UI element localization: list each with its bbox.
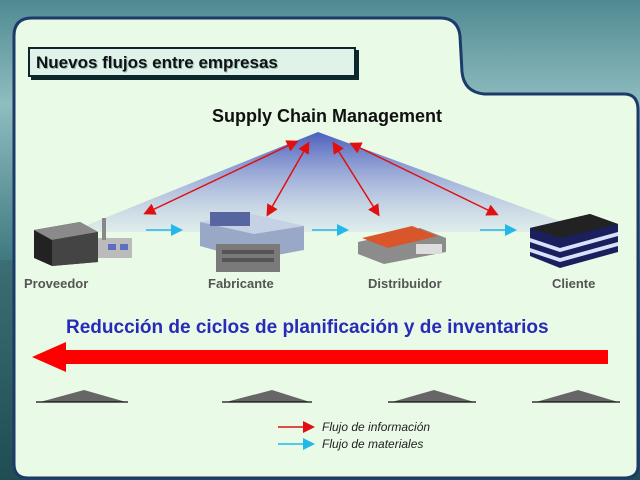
inventory-pile-icons <box>36 390 620 403</box>
section-title-box: Nuevos flujos entre empresas <box>28 47 356 77</box>
big-left-arrow <box>32 342 608 372</box>
scm-title: Supply Chain Management <box>211 106 443 126</box>
info-arrow-cliente <box>349 142 499 216</box>
node-label-proveedor: Proveedor <box>24 276 89 291</box>
plant-icon <box>200 212 304 272</box>
section-title: Nuevos flujos entre empresas <box>36 53 278 72</box>
legend-information-label: Flujo de información <box>322 420 431 434</box>
factory-icon <box>34 218 132 266</box>
node-label-distribuidor: Distribuidor <box>368 276 442 291</box>
info-arrow-fabricante <box>266 141 310 217</box>
legend-materials-label: Flujo de materiales <box>322 437 424 451</box>
warehouse-icon <box>358 226 446 264</box>
node-label-fabricante: Fabricante <box>208 276 274 291</box>
building-icon <box>530 214 618 268</box>
node-label-cliente: Cliente <box>552 276 596 291</box>
headline: Reducción de ciclos de planificación y d… <box>66 317 549 338</box>
